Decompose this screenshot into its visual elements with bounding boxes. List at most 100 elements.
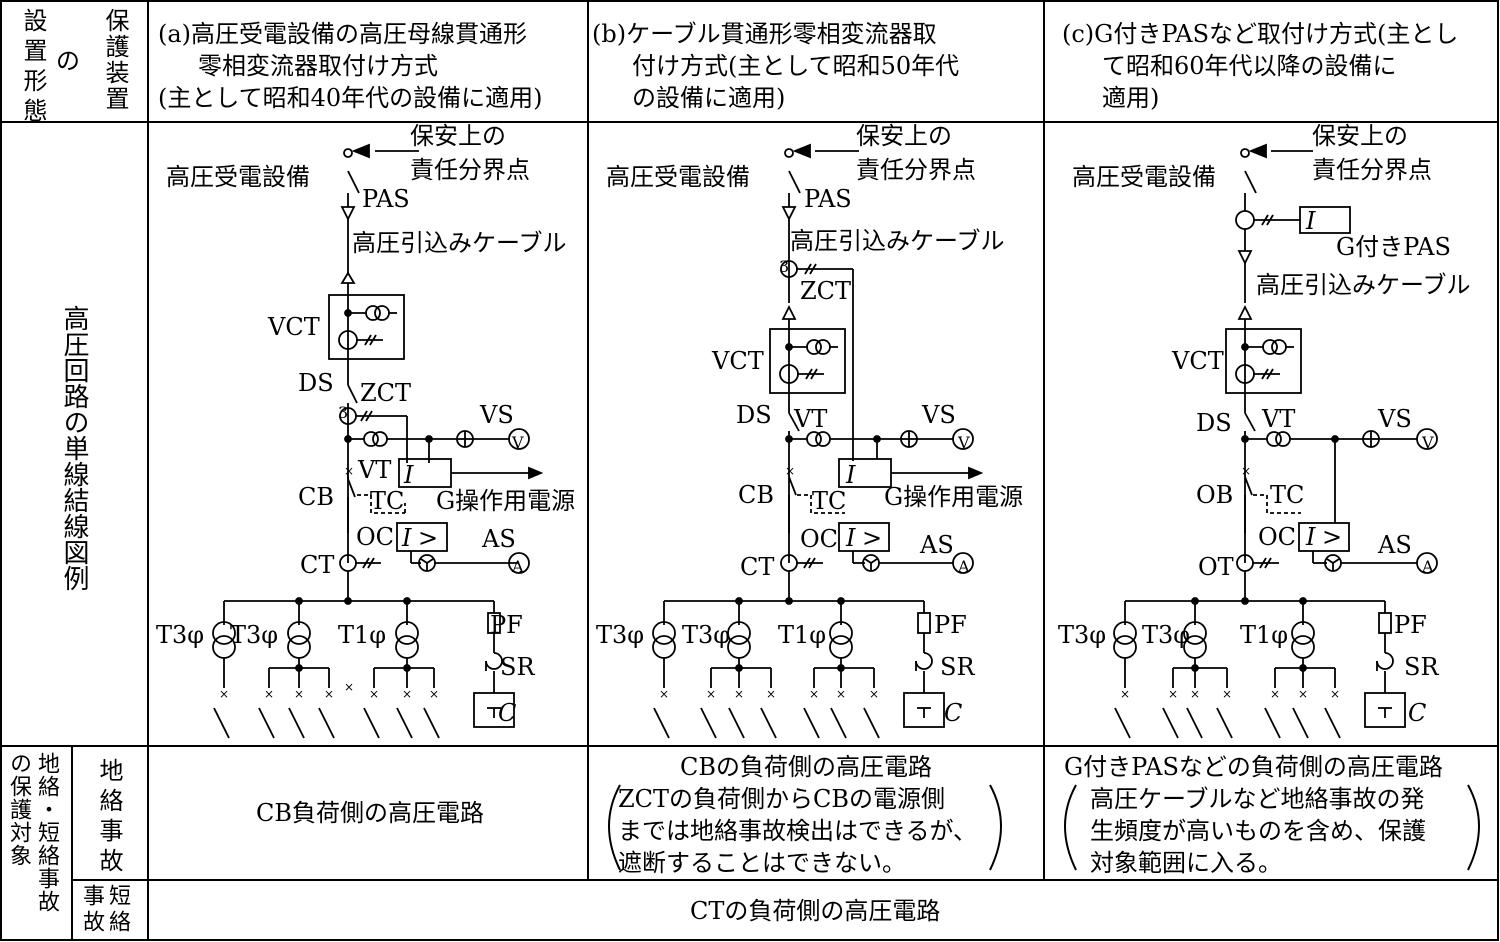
a-t3-1: T3φ [156,621,205,649]
c-t3-2: T3φ [1142,621,1191,649]
c-sr: SR [1404,653,1439,681]
b-gpower: G操作用電源 [884,483,1024,511]
a-ds: DS [298,369,334,397]
a-ct: CT [300,551,335,579]
svg-text:×: × [766,687,776,701]
svg-text:×: × [1168,687,1178,701]
cb-switch [347,478,356,498]
svg-text:×: × [264,687,274,701]
svg-text:×: × [706,687,716,701]
a-hoan2: 責任分界点 [410,156,530,184]
header-no: の [56,47,80,75]
c-tc: TC [1270,481,1305,509]
c-oc-gt: > [1322,523,1343,551]
a-oc-i: I [402,524,412,552]
ground-fault-b-line2: ZCTの負荷側からCBの電源側 [618,785,946,813]
header-b-line2: 付け方式(主として昭和50年代 [632,52,960,80]
c-pf: PF [1394,611,1427,639]
b-t1: T1φ [778,621,827,649]
svg-text:×: × [1241,464,1251,478]
svg-text:×: × [1120,687,1130,701]
b-sr: SR [940,653,975,681]
b-cable: 高圧引込みケーブル [790,227,1005,255]
b-as: AS [920,531,954,559]
ground-fault-b-line3: までは地絡事故検出はできるが、 [618,817,978,845]
a-t3-2: T3φ [230,621,279,649]
svg-text:×: × [324,687,334,701]
a-zct-3: 3 [338,403,349,422]
vct-box [328,294,405,360]
a-jyuden: 高圧受電設備 [166,163,310,191]
c-vs: VS [1378,405,1412,433]
c-c: C [1408,699,1427,727]
ground-fault-b-line1: CBの負荷側の高圧電路 [680,753,932,781]
a-tc: TC [370,487,405,515]
c-cable: 高圧引込みケーブル [1256,271,1471,299]
svg-text:×: × [836,687,846,701]
b-t3-2: T3φ [682,621,731,649]
c-gpas: G付きPAS [1336,233,1451,261]
b-zct-3: 3 [779,257,790,276]
b-hoan2: 責任分界点 [856,156,976,184]
svg-text:×: × [1190,687,1200,701]
svg-text:×: × [344,464,354,478]
a-cable: 高圧引込みケーブル [352,229,567,257]
c-oc: OC [1258,523,1297,551]
diagram-a: ××× ××× ××× [212,143,544,739]
c-vt: VT [1262,405,1296,433]
svg-text:×: × [219,687,229,701]
c-ob: OB [1196,481,1234,509]
b-a: A [958,557,970,576]
ground-fault-c-line4: 対象範囲に入る。 [1090,849,1282,877]
a-t1: T1φ [338,621,387,649]
header-b-line3: の設備に適用) [632,84,786,112]
a-oc: OC [356,523,395,551]
b-ct: CT [740,553,775,581]
row-label-protection-target: 地絡・短絡事故の保護対象 [6,752,59,913]
svg-text:×: × [402,687,412,701]
header-c-line3: 適用) [1102,84,1160,112]
diagram-b: ××× ××× ×× [652,143,984,739]
b-ds: DS [736,401,772,429]
pas-switch [347,170,360,194]
c-as: AS [1378,531,1412,559]
b-t3-1: T3φ [596,621,645,649]
a-pf: PF [490,611,523,639]
header-a-line1: (a)高圧受電設備の高圧母線貫通形 [158,20,528,48]
b-pf: PF [934,611,967,639]
row-label-ground-fault: 地絡事故 [95,758,123,878]
a-as: AS [482,525,516,553]
c-v: V [1422,433,1434,452]
svg-text:×: × [1270,687,1280,701]
a-vs: VS [480,401,514,429]
b-vs: VS [922,401,956,429]
a-relay-i: I [404,461,414,489]
b-vt: VT [794,405,828,433]
b-hoan1: 保安上の [856,122,952,150]
a-oc-gt: > [418,524,439,552]
a-vct: VCT [268,313,320,341]
b-oc-i: I [846,524,856,552]
ground-fault-a: CB負荷側の高圧電路 [256,799,484,827]
diagram-c: ××× ××× ×× [1113,143,1438,739]
b-jyuden: 高圧受電設備 [606,163,750,191]
svg-text:×: × [809,687,819,701]
header-a-line2: 零相変流器取付け方式 [198,52,438,80]
header-b-line1: (b)ケーブル貫通形零相変流器取 [592,20,937,48]
c-a: A [1422,557,1434,576]
svg-text:×: × [294,687,304,701]
svg-text:×: × [1298,687,1308,701]
ground-fault-c-line2: 高圧ケーブルなど地絡事故の発 [1090,785,1425,813]
header-c-line1: (c)G付きPASなど取付け方式(主とし [1062,20,1459,48]
a-sr: SR [500,653,535,681]
a-pas: PAS [362,185,410,213]
a-zct: ZCT [360,379,412,407]
b-pas: PAS [804,185,852,213]
c-ot: OT [1198,553,1234,581]
b-tc: TC [812,487,847,515]
b-oc: OC [800,525,839,553]
a-vt: VT [358,456,392,484]
a-v: V [512,433,524,452]
row-label-diagram: 高圧回路の単線結線図例 [59,305,89,591]
